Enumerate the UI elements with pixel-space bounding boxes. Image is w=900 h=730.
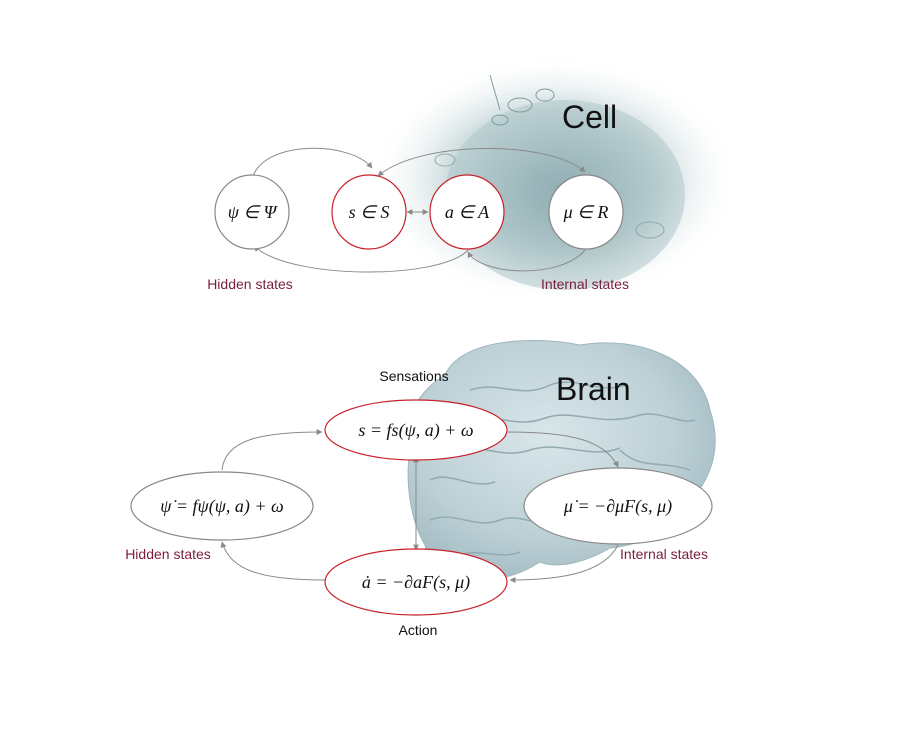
cell-label-hidden: Hidden states — [207, 276, 293, 292]
cell-arrow-sensory-to-internal — [377, 148, 586, 177]
brain-node-sensations — [324, 399, 508, 461]
cell-arrow-internal-to-active — [467, 249, 586, 272]
brain-arrow-internal-to-action — [509, 544, 619, 583]
brain-label-hidden: Hidden states — [125, 546, 211, 562]
cell-arrow-active-to-hidden — [253, 245, 469, 273]
brain-arrow-hidden-to-sensations — [221, 429, 323, 471]
brain-node-internal-text: μ̇ = −∂μF(s, μ) — [563, 496, 672, 517]
cell-node-active-text: a ∈ A — [445, 202, 490, 222]
brain-title: Brain — [556, 371, 631, 407]
brain-diagram: Brain s = fs(ψ, a) + ω ψ̇ = fψ(ψ, a) + ω… — [125, 368, 713, 638]
cell-node-internal-text: μ ∈ R — [563, 202, 609, 222]
brain-arrow-action-to-hidden — [220, 541, 326, 581]
brain-node-action — [324, 548, 508, 616]
brain-label-action: Action — [399, 622, 438, 638]
cell-node-sensory-text: s ∈ S — [349, 202, 390, 222]
brain-node-internal — [523, 467, 713, 545]
brain-node-hidden-text: ψ̇ = fψ(ψ, a) + ω — [160, 496, 284, 517]
cell-node-hidden-text: ψ ∈ Ψ — [228, 202, 279, 222]
brain-arrow-sensations-to-internal — [507, 431, 619, 468]
cell-title: Cell — [562, 99, 617, 135]
cell-diagram: Cell ψ ∈ Ψ s ∈ S a ∈ A μ ∈ R Hidden stat… — [207, 99, 629, 292]
brain-label-internal: Internal states — [620, 546, 708, 562]
brain-label-sensations: Sensations — [379, 368, 448, 384]
brain-node-sensations-text: s = fs(ψ, a) + ω — [358, 420, 473, 441]
cell-node-active — [429, 174, 505, 250]
cell-node-hidden — [214, 174, 290, 250]
cell-arrow-hidden-to-sensory — [251, 147, 373, 181]
cell-node-internal — [548, 174, 624, 250]
brain-node-action-text: ȧ = −∂aF(s, μ) — [362, 572, 470, 593]
brain-node-hidden — [130, 471, 314, 541]
cell-node-sensory — [331, 174, 407, 250]
cell-label-internal: Internal states — [541, 276, 629, 292]
